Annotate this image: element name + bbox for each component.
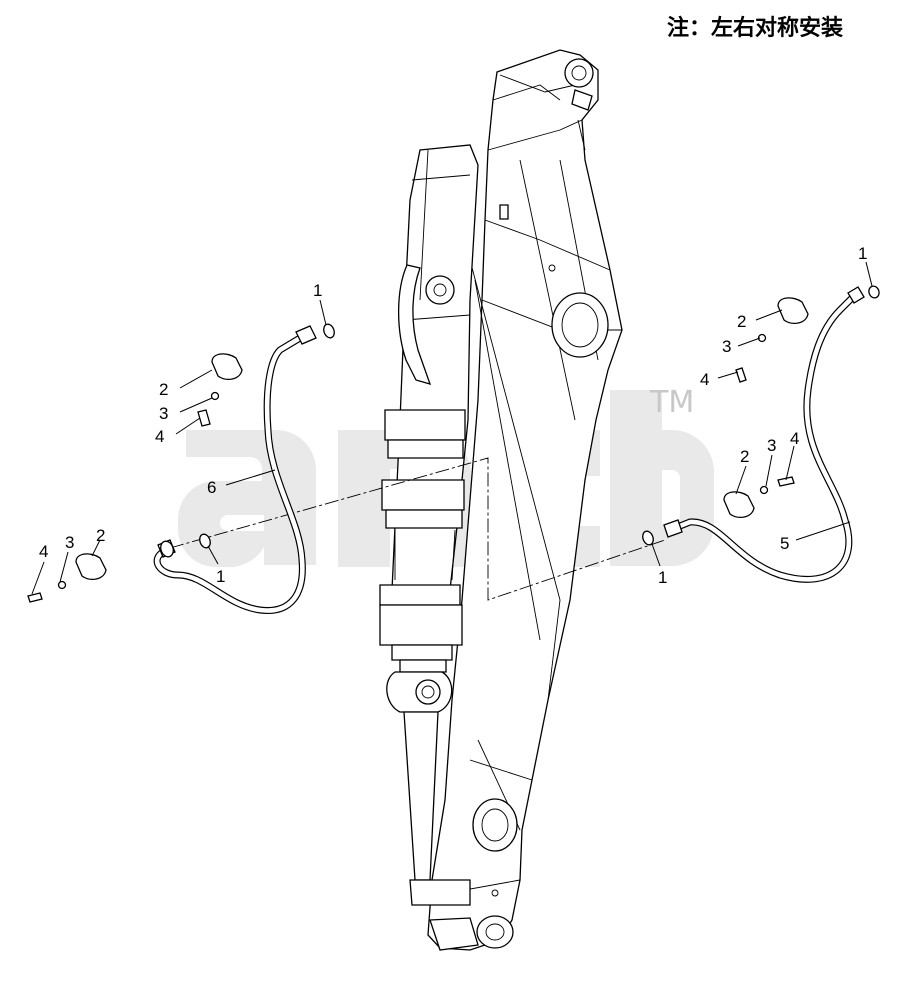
leader-lines (31, 261, 873, 595)
watermark-trademark: TM (649, 385, 694, 420)
callout-far-4: 4 (39, 542, 48, 561)
callout-right-3-mid: 3 (767, 436, 776, 455)
bolts (27, 367, 795, 603)
callout-right-2-top: 2 (737, 312, 746, 331)
o-rings (160, 285, 880, 558)
cap-left-top (211, 353, 243, 381)
caps (75, 297, 809, 581)
callout-left-3: 3 (159, 404, 168, 423)
o-ring-right-top (868, 285, 880, 299)
installation-note: 注：左右对称安装 (667, 15, 843, 41)
callout-far-3: 3 (65, 533, 74, 552)
callout-left-4: 4 (155, 427, 164, 446)
callout-left-1-top: 1 (313, 281, 322, 300)
cap-far-left (75, 553, 107, 581)
callout-left-1-bottom: 1 (216, 567, 225, 586)
o-ring-left-end (160, 540, 174, 558)
o-ring-right-bottom (642, 530, 654, 546)
callout-right-1-bottom: 1 (658, 568, 667, 587)
callout-right-4-top: 4 (700, 370, 709, 389)
callout-right-3-top: 3 (722, 337, 731, 356)
washers (57, 333, 769, 590)
callout-left-6: 6 (207, 478, 216, 497)
callout-far-2: 2 (96, 526, 105, 545)
bucket-cylinder (379, 144, 479, 906)
cap-right-top (777, 297, 809, 325)
callout-left-2: 2 (159, 380, 168, 399)
callout-right-2-mid: 2 (740, 447, 749, 466)
excavator-arm (427, 49, 623, 951)
cap-right-mid (723, 491, 755, 519)
hose-left (153, 325, 317, 615)
centerline-left (169, 457, 666, 601)
o-ring-left-top (323, 323, 335, 339)
o-ring-left-bottom (199, 533, 211, 549)
callout-right-5: 5 (780, 534, 789, 553)
callout-right-1-top: 1 (858, 244, 867, 263)
callout-right-4-mid: 4 (790, 429, 799, 448)
hose-right (663, 286, 865, 583)
callout-labels: 1 2 3 4 6 1 4 3 2 1 2 3 4 2 3 4 5 1 (39, 244, 867, 587)
